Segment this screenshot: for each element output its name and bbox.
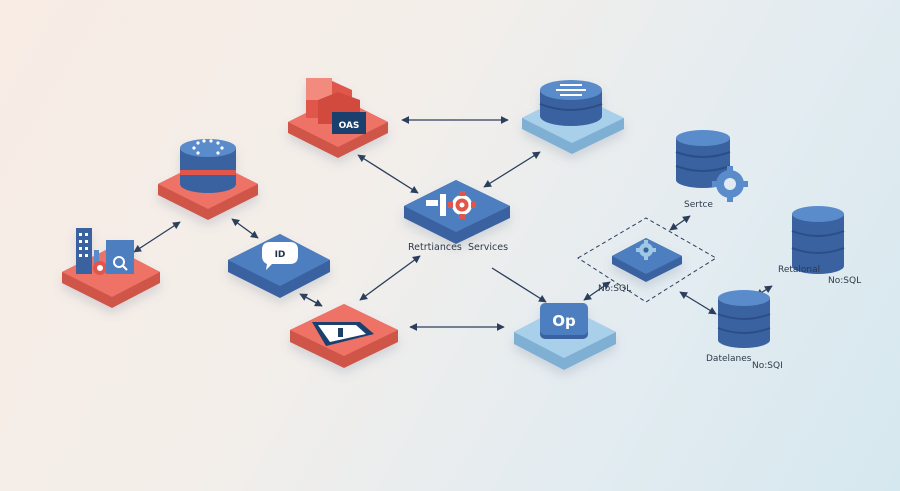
- database-icon: [180, 139, 236, 193]
- database-icon: [791, 206, 845, 274]
- main-db-label-right: No:SQI: [752, 361, 783, 371]
- database-icon: [539, 80, 603, 126]
- id-service-label: ID: [275, 250, 286, 260]
- arrow-nosql-servicesdb: [669, 215, 691, 231]
- terminal-node[interactable]: [290, 304, 398, 368]
- stacked-docs-icon: OAS: [306, 78, 366, 134]
- database-icon: [717, 290, 771, 348]
- relational-db-node[interactable]: Retalonal No:SQL: [778, 206, 861, 286]
- connectors: [133, 116, 773, 331]
- nosql-group-label: No:SQL: [598, 284, 631, 294]
- services-hub-label-right: Services: [468, 242, 508, 253]
- main-db-node[interactable]: Datelanes No:SQI: [706, 290, 783, 371]
- api-spec-node[interactable]: OAS: [288, 78, 388, 158]
- gear-icon: [636, 240, 656, 260]
- id-service-node[interactable]: ID: [228, 234, 330, 298]
- services-hub-node[interactable]: [404, 180, 510, 244]
- analytics-node[interactable]: [62, 228, 160, 308]
- top-database-node[interactable]: [522, 80, 624, 154]
- database-gear-icon: [675, 130, 748, 202]
- io-gear-icon: [426, 191, 476, 219]
- op-service-label: Op: [552, 312, 576, 330]
- left-database-node[interactable]: [158, 139, 258, 220]
- arrow-hub-op: [491, 267, 547, 303]
- main-db-label-left: Datelanes: [706, 354, 752, 364]
- arrow-spec-hub: [357, 154, 419, 194]
- arrow-leftdb-idsvc: [231, 218, 259, 239]
- relational-db-label-right: No:SQL: [828, 276, 861, 286]
- relational-db-label-left: Retalonal: [778, 265, 820, 275]
- api-spec-label: OAS: [339, 121, 360, 131]
- nosql-group[interactable]: No:SQL: [577, 217, 717, 303]
- services-db-node[interactable]: Sertce: [675, 130, 748, 210]
- op-service-node[interactable]: Op: [514, 303, 616, 370]
- services-hub-label-left: Retrtiances: [408, 242, 462, 253]
- arrow-analytics-leftdb: [133, 221, 181, 253]
- building-chart-search-icon: [76, 228, 134, 275]
- arrow-terminal-hub: [359, 255, 421, 301]
- terminal-window-icon: [312, 322, 374, 346]
- services-db-label: Sertce: [684, 200, 713, 210]
- arrow-nosql-maindb: [679, 291, 717, 315]
- arrow-idsvc-terminal: [299, 293, 323, 307]
- chat-bubble-icon: ID: [262, 242, 298, 270]
- arrow-op-nosql: [583, 281, 611, 301]
- arrow-topdb-hub: [483, 151, 541, 188]
